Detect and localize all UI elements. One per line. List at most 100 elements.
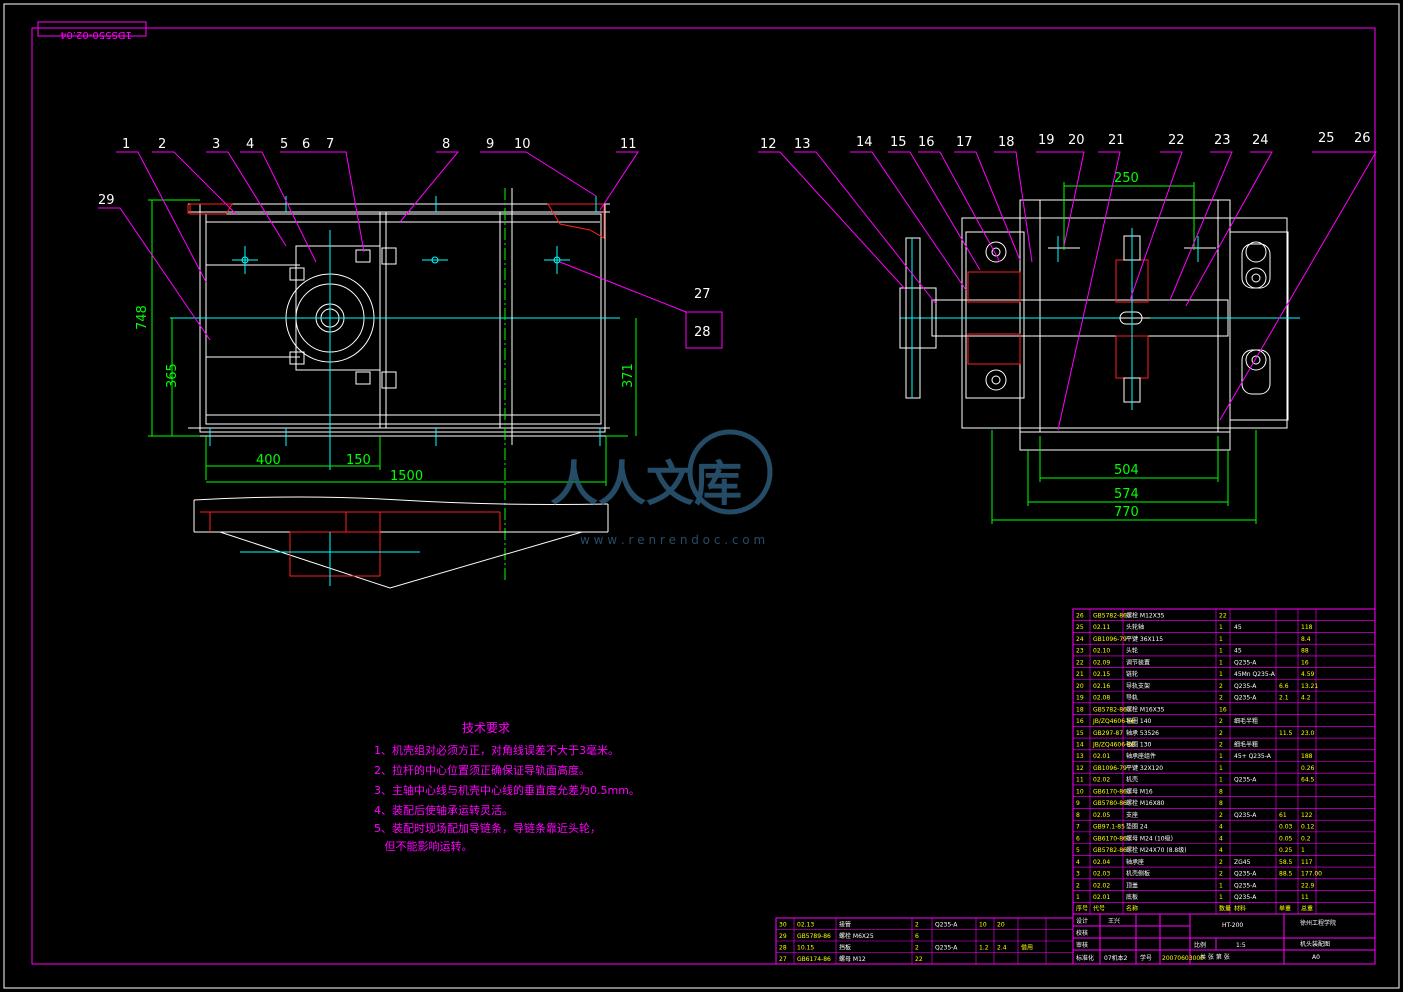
- bom-cell-qty: 2: [1219, 859, 1223, 866]
- bom-cell-no: 23: [1076, 648, 1084, 655]
- bom-header-cell: 数量: [1219, 905, 1231, 913]
- lower-bom-cell-no: 27: [779, 956, 787, 963]
- bom-cell-code: 02.09: [1093, 659, 1110, 666]
- balloon-10: 10: [514, 137, 531, 152]
- lower-bom-cell-w1: 10: [979, 921, 987, 928]
- bom-cell-no: 6: [1076, 835, 1080, 842]
- dim-574: 574: [1114, 487, 1139, 502]
- balloon-23: 23: [1214, 133, 1231, 148]
- bom-cell-no: 19: [1076, 695, 1084, 702]
- lower-bom-cell-qty: 2: [915, 944, 919, 951]
- bom-cell-code: 02.11: [1093, 624, 1110, 631]
- balloon-5: 5: [280, 137, 288, 152]
- bom-cell-w2: 0.2: [1301, 835, 1311, 842]
- bom-cell-qty: 1: [1219, 648, 1223, 655]
- bom-cell-qty: 2: [1219, 718, 1223, 725]
- bom-cell-no: 11: [1076, 777, 1084, 784]
- bom-cell-w2: 13.21: [1301, 683, 1318, 690]
- bom-cell-w1: 61: [1279, 812, 1287, 819]
- dim-371: 371: [621, 363, 636, 388]
- bom-cell-name: 毡圈 130: [1126, 740, 1152, 748]
- bom-cell-w1: 2.1: [1279, 695, 1289, 702]
- dim-748: 748: [135, 305, 150, 330]
- balloon-25: 25: [1318, 131, 1335, 146]
- balloon-13: 13: [794, 137, 811, 152]
- bom-cell-w1: 0.03: [1279, 824, 1293, 831]
- lower-bom-cell-qty: 6: [915, 933, 919, 940]
- bom-cell-code: GB1096-79: [1093, 636, 1127, 643]
- bom-cell-code: JB/ZQ4606-86: [1092, 741, 1135, 748]
- dim-1500: 1500: [390, 469, 423, 484]
- bom-cell-code: 02.01: [1093, 753, 1110, 760]
- bom-cell-name: 毡圈 140: [1126, 717, 1152, 725]
- side-view: [899, 199, 1300, 451]
- bom-cell-mat: Q235-A: [1234, 882, 1257, 889]
- bom-cell-w2: 64.5: [1301, 777, 1315, 784]
- balloon-22: 22: [1168, 133, 1185, 148]
- bom-cell-name: 机壳: [1126, 776, 1138, 784]
- bom-cell-no: 24: [1076, 636, 1084, 643]
- bom-cell-w2: 188: [1301, 753, 1313, 760]
- bom-cell-mat: Q235-A: [1234, 683, 1257, 690]
- tb-drawing-name: 机头装配图: [1300, 940, 1330, 948]
- balloon-17: 17: [956, 135, 973, 150]
- dim-365: 365: [165, 363, 180, 388]
- bom-header-cell: 代号: [1093, 905, 1105, 913]
- bom-cell-w2: 117: [1301, 859, 1313, 866]
- balloon-14: 14: [856, 135, 873, 150]
- tech-req-line-6: 但不能影响运转。: [374, 839, 473, 853]
- bom-cell-code: GB5780-86: [1093, 800, 1127, 807]
- bom-cell-w1: 58.5: [1279, 859, 1293, 866]
- bom-cell-w2: 0.26: [1301, 765, 1315, 772]
- lower-bom-cell-w2: 2.4: [997, 944, 1007, 951]
- bom-cell-name: 螺栓 M12X35: [1126, 611, 1165, 619]
- balloon-3: 3: [212, 137, 220, 152]
- bom-header-cell: 材料: [1234, 905, 1246, 913]
- bom-cell-code: 02.08: [1093, 695, 1110, 702]
- bom-cell-w2: 88: [1301, 648, 1309, 655]
- front-housing-inner: [205, 213, 602, 425]
- bom-cell-w2: 11: [1301, 894, 1309, 901]
- bom-cell-code: 02.02: [1093, 777, 1110, 784]
- bom-cell-no: 15: [1076, 730, 1084, 737]
- bom-cell-code: GB6170-86: [1093, 788, 1127, 795]
- bom-cell-w1: 0.25: [1279, 847, 1293, 854]
- bom-cell-qty: 4: [1219, 847, 1223, 854]
- bom-cell-name: 平键 36X115: [1126, 635, 1163, 643]
- bom-cell-code: 02.10: [1093, 648, 1110, 655]
- bom-cell-qty: 16: [1219, 706, 1227, 713]
- balloon-7: 7: [326, 137, 334, 152]
- bom-cell-code: 02.16: [1093, 683, 1110, 690]
- bom-cell-code: GB5782-86: [1093, 706, 1127, 713]
- bom-cell-code: GB297-87: [1093, 730, 1123, 737]
- lower-bom-cell-code: 10.15: [797, 944, 814, 951]
- bom-cell-name: 轴承座组件: [1126, 752, 1156, 760]
- lower-bom-cell-code: GB6174-86: [797, 956, 831, 963]
- lower-bom-cell-qty: 22: [915, 956, 923, 963]
- bom-cell-code: GB5782-86: [1093, 847, 1127, 854]
- bom-cell-qty: 1: [1219, 894, 1223, 901]
- tb-scale: 1:5: [1236, 942, 1246, 949]
- bom-cell-w2: 122: [1301, 812, 1313, 819]
- bom-cell-code: JB/ZQ4606-86: [1092, 718, 1135, 725]
- dim-150: 150: [346, 453, 371, 468]
- balloon-4: 4: [246, 137, 254, 152]
- bom-cell-name: 平键 32X120: [1126, 764, 1163, 772]
- watermark-text: 人人文库: [550, 456, 742, 512]
- bom-cell-qty: 1: [1219, 636, 1223, 643]
- bom-cell-qty: 8: [1219, 800, 1223, 807]
- bom-cell-qty: 2: [1219, 741, 1223, 748]
- tb-student: 学号: [1140, 954, 1152, 962]
- bom-cell-name: 轴承 53526: [1126, 729, 1159, 737]
- bom-cell-no: 5: [1076, 847, 1080, 854]
- bom-cell-qty: 2: [1219, 871, 1223, 878]
- bearing-seat: [295, 245, 381, 371]
- bom-header-cell: 序号: [1076, 905, 1088, 913]
- bom-header-cell: 总重: [1301, 905, 1313, 913]
- bom-cell-name: 导轨: [1126, 694, 1138, 702]
- bom-cell-no: 21: [1076, 671, 1084, 678]
- front-dimensions: [148, 199, 637, 486]
- bom-cell-no: 13: [1076, 753, 1084, 760]
